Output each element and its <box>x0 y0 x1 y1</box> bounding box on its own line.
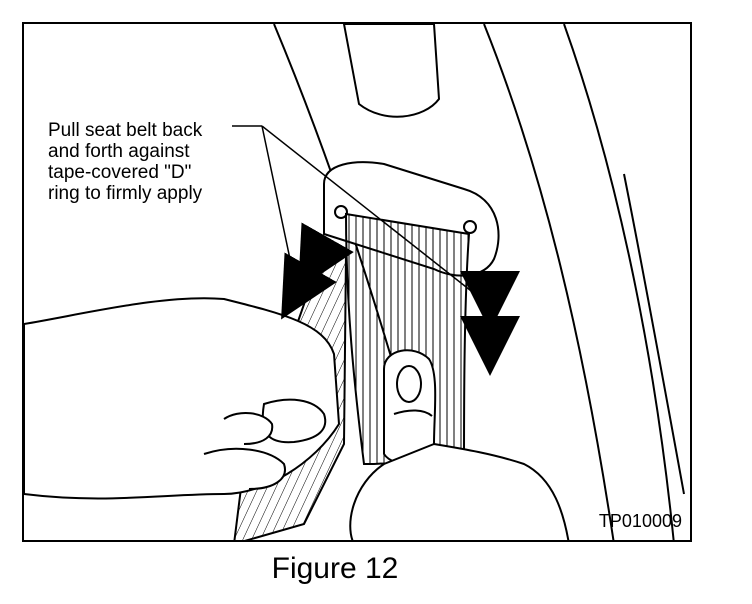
left-hand <box>24 297 341 500</box>
callout-line-2: and forth against <box>48 141 190 162</box>
callout-text: Pull seat belt back and forth against ta… <box>48 120 258 204</box>
callout-line-3: tape-covered "D" <box>48 162 192 183</box>
callout-line-1: Pull seat belt back <box>48 120 203 141</box>
seat-belt-illustration <box>24 24 685 540</box>
figure-code: TP010009 <box>598 511 682 531</box>
motion-arrows <box>281 222 520 376</box>
figure-frame: Pull seat belt back and forth against ta… <box>22 22 692 542</box>
figure-caption: Figure 12 <box>271 552 399 585</box>
right-hand <box>349 349 570 540</box>
callout-line-4: ring to firmly apply <box>48 183 203 204</box>
